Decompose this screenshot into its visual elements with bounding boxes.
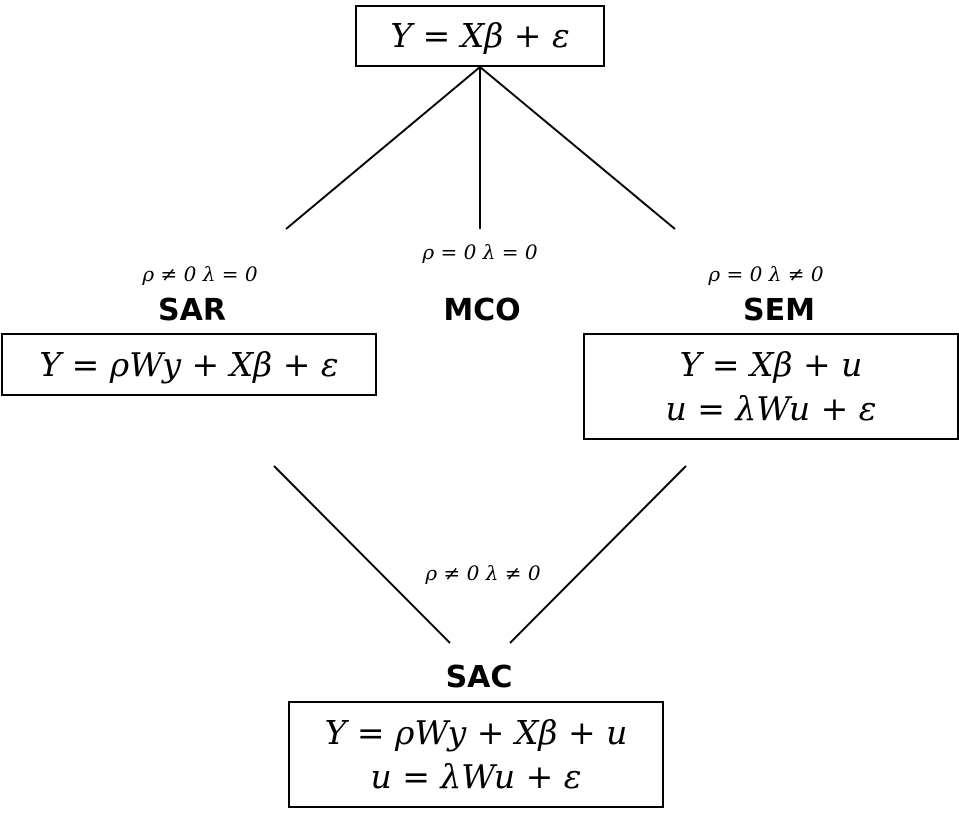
mco-label: MCO bbox=[443, 293, 521, 328]
sem-label: SEM bbox=[743, 293, 815, 328]
connector-sem-to-sac bbox=[509, 465, 687, 644]
sem-condition: ρ = 0 λ ≠ 0 bbox=[708, 262, 824, 286]
connector-root-to-sar bbox=[285, 66, 481, 230]
sem-equation-line2: u = λWu + ε bbox=[665, 388, 877, 428]
mco-condition: ρ = 0 λ = 0 bbox=[422, 240, 538, 264]
sac-model-box: Y = ρWy + Xβ + u u = λWu + ε bbox=[288, 701, 664, 808]
connector-root-to-sem bbox=[479, 66, 676, 230]
sar-label: SAR bbox=[158, 293, 226, 328]
root-equation: Y = Xβ + ε bbox=[390, 16, 570, 55]
sar-equation: Y = ρWy + Xβ + ε bbox=[39, 344, 339, 384]
sem-model-box: Y = Xβ + u u = λWu + ε bbox=[583, 333, 959, 440]
sar-model-box: Y = ρWy + Xβ + ε bbox=[1, 333, 377, 396]
root-model-box: Y = Xβ + ε bbox=[355, 5, 605, 67]
sar-condition: ρ ≠ 0 λ = 0 bbox=[142, 262, 258, 286]
sac-equation-line1: Y = ρWy + Xβ + u bbox=[324, 712, 628, 752]
sac-equation-line2: u = λWu + ε bbox=[370, 756, 582, 796]
sac-condition: ρ ≠ 0 λ ≠ 0 bbox=[425, 561, 541, 585]
sem-equation-line1: Y = Xβ + u bbox=[679, 344, 863, 384]
sac-label: SAC bbox=[445, 660, 513, 695]
connector-sar-to-sac bbox=[273, 465, 451, 644]
